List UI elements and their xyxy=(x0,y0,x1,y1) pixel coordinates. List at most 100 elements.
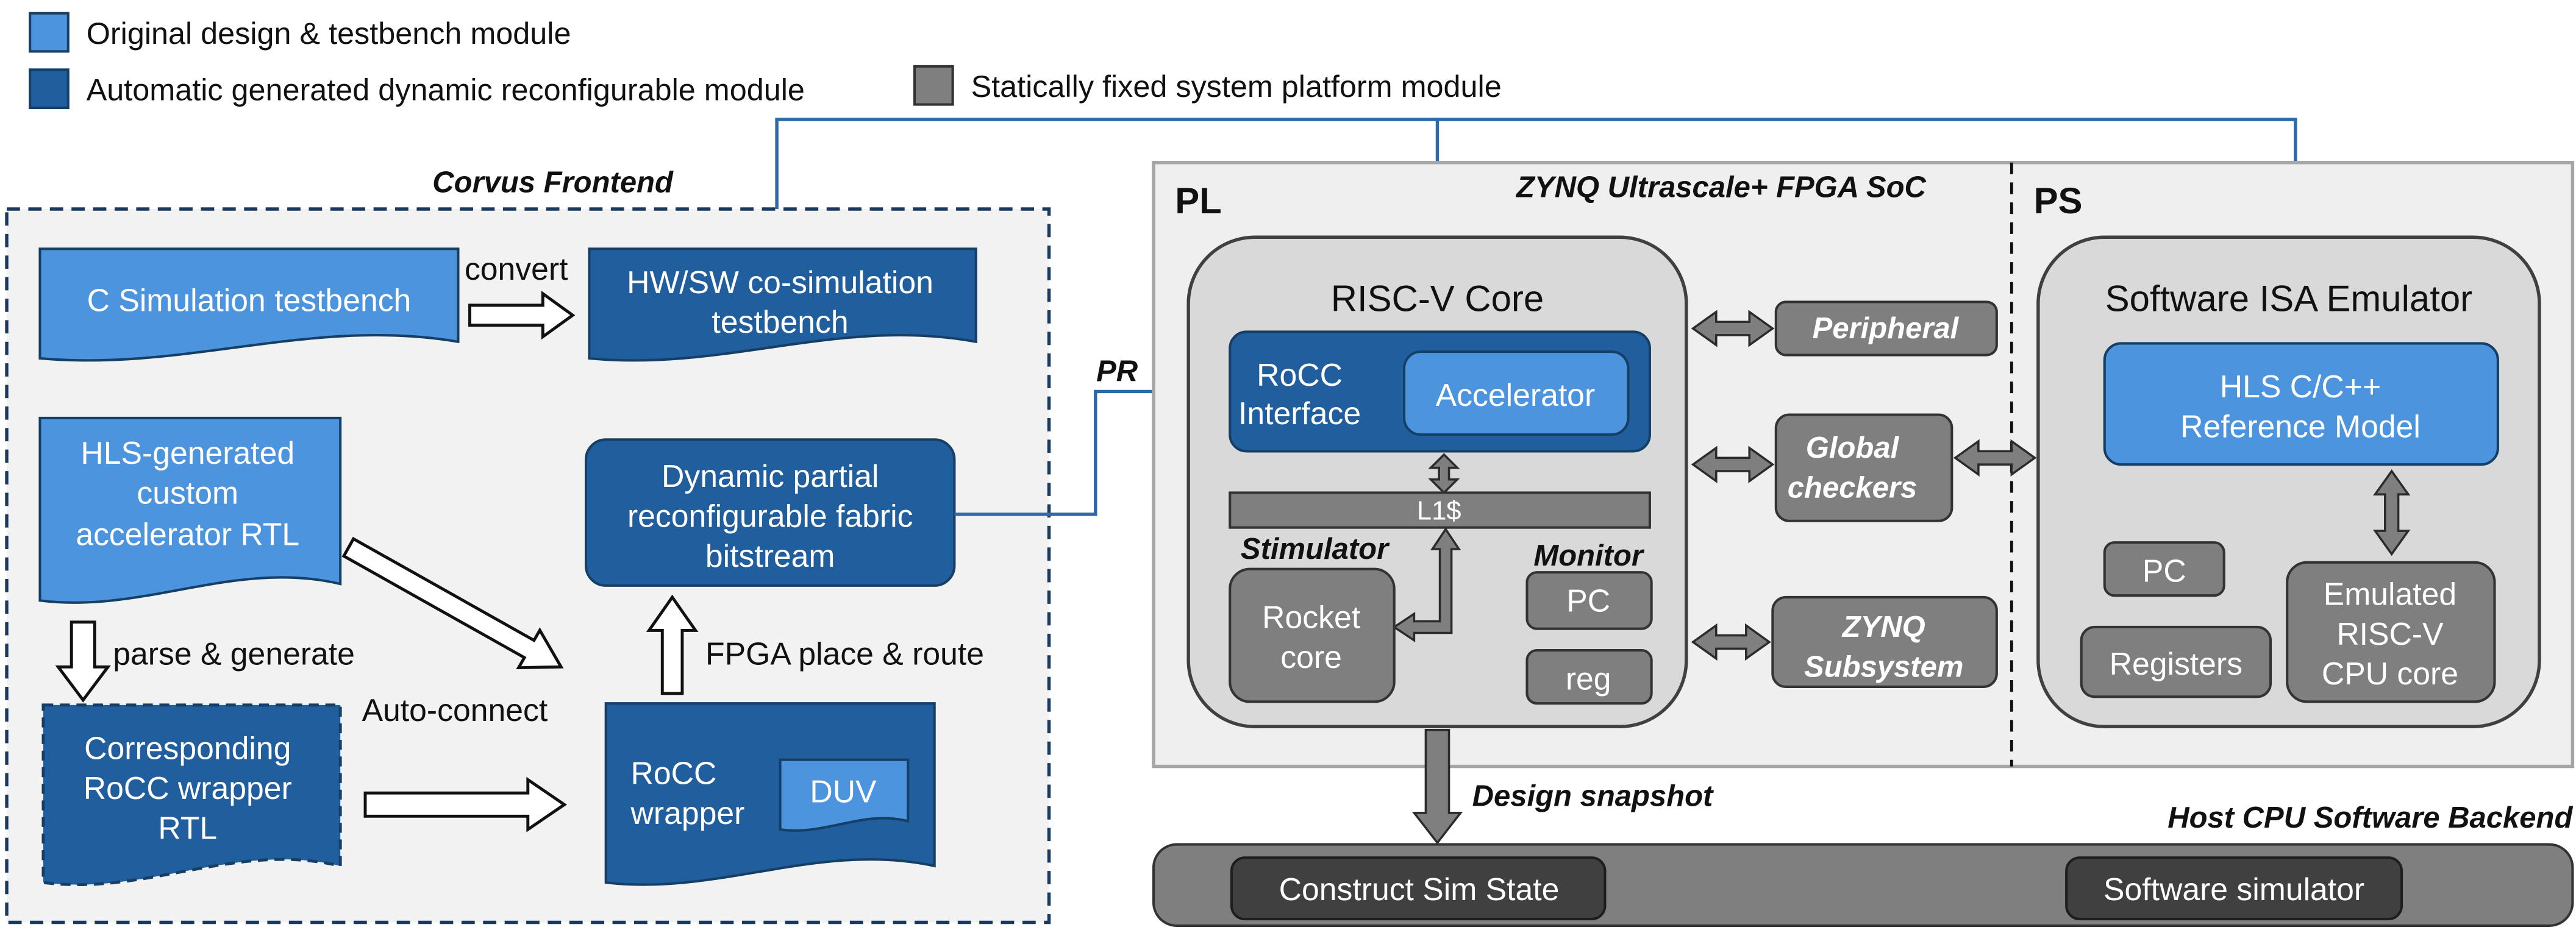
emulator-pc-label: PC xyxy=(2143,553,2186,588)
ps-label: PS xyxy=(2034,180,2083,221)
place-route-label: FPGA place & route xyxy=(705,636,984,672)
monitor-reg-shape xyxy=(1525,649,1653,705)
zynq-soc: PL ZYNQ Ultrascale+ FPGA SoC PS RISC-V C… xyxy=(1152,161,2575,768)
stimulator-label: Stimulator xyxy=(1241,533,1390,566)
zynq-subsystem-shape xyxy=(1771,595,1998,688)
rocket-core-shape xyxy=(1229,567,1396,703)
rocc-wrapper-rtl-line-1: Corresponding xyxy=(84,731,291,766)
legend: Original design & testbench module Autom… xyxy=(29,12,1502,109)
rocc-wrapper-rtl-line-2: RoCC wrapper xyxy=(84,770,292,806)
soc-title: ZYNQ Ultrascale+ FPGA SoC xyxy=(1515,171,1927,204)
pr-label: PR xyxy=(1096,355,1138,388)
global-checkers-line-2: checkers xyxy=(1788,471,1917,504)
riscv-core: RISC-V Core RoCC Interface Accelerator L… xyxy=(1186,235,1688,728)
emulated-cpu-shape xyxy=(2286,561,2496,703)
checkers-emulator-double-arrow xyxy=(1953,439,2037,477)
global-checkers-double-arrow xyxy=(1691,445,1775,483)
legend-swatch-generated xyxy=(29,68,70,109)
l1-cache-label: L1$ xyxy=(1417,496,1461,525)
software-simulator-label: Software simulator xyxy=(2103,871,2364,907)
cosim-testbench-doc: HW/SW co-simulation testbench xyxy=(588,247,977,362)
design-snapshot-label: Design snapshot xyxy=(1472,780,1714,813)
peripheral-label: Peripheral xyxy=(1813,312,1960,345)
corvus-frontend: Corvus Frontend C Simulation testbench c… xyxy=(5,166,1051,925)
emulator-pc-shape xyxy=(2103,541,2225,597)
backend-title: Host CPU Software Backend xyxy=(2167,801,2573,834)
duv-shape xyxy=(779,758,910,832)
monitor-reg-label: reg xyxy=(1566,661,1611,696)
hls-rtl-doc: HLS-generated custom accelerator RTL xyxy=(38,416,342,604)
reference-model-shape xyxy=(2103,342,2499,466)
reference-model-line-2: Reference Model xyxy=(2180,409,2421,444)
c-sim-testbench-shape xyxy=(38,247,460,362)
pl-label: PL xyxy=(1175,180,1222,221)
rocc-wrapper-rtl-shape xyxy=(41,703,342,886)
emulated-cpu-line-2: RISC-V xyxy=(2336,616,2444,651)
peripheral-box: Peripheral xyxy=(1774,300,1998,357)
monitor-pc-label: PC xyxy=(1566,583,1610,618)
rocc-wrapper-rtl-doc: Corresponding RoCC wrapper RTL xyxy=(41,703,342,886)
bitstream-box: Dynamic partial reconfigurable fabric bi… xyxy=(585,438,956,587)
c-sim-testbench-doc: C Simulation testbench xyxy=(38,247,460,362)
auto-connect-label: Auto-connect xyxy=(362,692,548,728)
rocc-wrapper-line-2: wrapper xyxy=(630,795,745,831)
l1-cache-shape xyxy=(1229,491,1651,529)
parse-generate-arrow xyxy=(55,620,111,703)
host-backend: Host CPU Software Backend Construct Sim … xyxy=(1152,801,2574,927)
wrapper-connect-arrow xyxy=(363,776,568,832)
hls-rtl-line-3: accelerator RTL xyxy=(76,517,299,552)
bitstream-line-1: Dynamic partial xyxy=(662,458,879,494)
bitstream-line-3: bitstream xyxy=(705,538,835,573)
emulator-registers-label: Registers xyxy=(2110,646,2242,681)
legend-swatch-original xyxy=(29,12,70,53)
peripheral-shape xyxy=(1774,300,1998,357)
c-sim-testbench-label: C Simulation testbench xyxy=(87,283,412,318)
convert-arrow xyxy=(468,291,576,340)
monitor-pc-shape xyxy=(1525,571,1653,630)
legend-label-static: Statically fixed system platform module xyxy=(971,69,1502,104)
emulated-cpu-line-3: CPU core xyxy=(2322,656,2458,691)
rocc-wrapper-line-1: RoCC xyxy=(631,755,717,790)
hls-rtl-line-2: custom xyxy=(137,475,238,510)
global-checkers-box: Global checkers xyxy=(1774,413,1953,522)
legend-label-original: Original design & testbench module xyxy=(87,16,571,51)
design-snapshot-arrow xyxy=(1411,728,1463,845)
rocket-core-line-2: core xyxy=(1280,639,1342,675)
model-cpu-double-arrow xyxy=(2373,469,2411,556)
isa-emulator-title: Software ISA Emulator xyxy=(2105,278,2472,319)
isa-emulator: Software ISA Emulator HLS C/C++ Referenc… xyxy=(2036,235,2541,728)
accelerator-shape xyxy=(1403,350,1630,436)
global-checkers-shape xyxy=(1774,413,1953,522)
rocc-wrapper-doc: RoCC wrapper DUV xyxy=(604,702,936,886)
reference-model-line-1: HLS C/C++ xyxy=(2220,369,2381,404)
rocc-interface-line-2: Interface xyxy=(1238,396,1361,431)
accelerator-label: Accelerator xyxy=(1436,377,1596,413)
rocc-interface-line-1: RoCC xyxy=(1257,357,1343,392)
software-simulator-shape xyxy=(2065,856,2403,921)
parse-generate-label: parse & generate xyxy=(113,636,355,672)
zynq-subsystem-line-2: Subsystem xyxy=(1804,650,1963,683)
emulator-registers-shape xyxy=(2080,625,2272,698)
global-checkers-line-1: Global xyxy=(1806,431,1900,464)
frontend-title: Corvus Frontend xyxy=(432,166,674,199)
zynq-subsystem-line-1: ZYNQ xyxy=(1841,611,1925,644)
rocc-wrapper-rtl-line-3: RTL xyxy=(158,810,217,845)
place-route-arrow xyxy=(646,594,699,695)
rocc-wrapper-shape xyxy=(604,702,936,886)
construct-sim-state-shape xyxy=(1230,856,1607,921)
legend-label-generated: Automatic generated dynamic reconfigurab… xyxy=(87,72,805,107)
convert-label: convert xyxy=(465,251,568,286)
cosim-testbench-line-1: HW/SW co-simulation xyxy=(627,264,933,300)
riscv-core-title: RISC-V Core xyxy=(1331,278,1544,319)
hls-rtl-line-1: HLS-generated xyxy=(80,435,294,470)
hls-rtl-shape xyxy=(38,416,342,604)
construct-sim-state-label: Construct Sim State xyxy=(1279,871,1560,907)
zynq-subsystem-double-arrow xyxy=(1691,623,1771,661)
auto-connect-diagonal-arrow xyxy=(341,536,564,670)
cosim-testbench-line-2: testbench xyxy=(712,304,848,339)
peripheral-double-arrow xyxy=(1691,310,1775,347)
zynq-subsystem-box: ZYNQ Subsystem xyxy=(1771,595,1998,688)
monitor-label: Monitor xyxy=(1533,539,1644,572)
rocket-core-line-1: Rocket xyxy=(1262,600,1360,635)
